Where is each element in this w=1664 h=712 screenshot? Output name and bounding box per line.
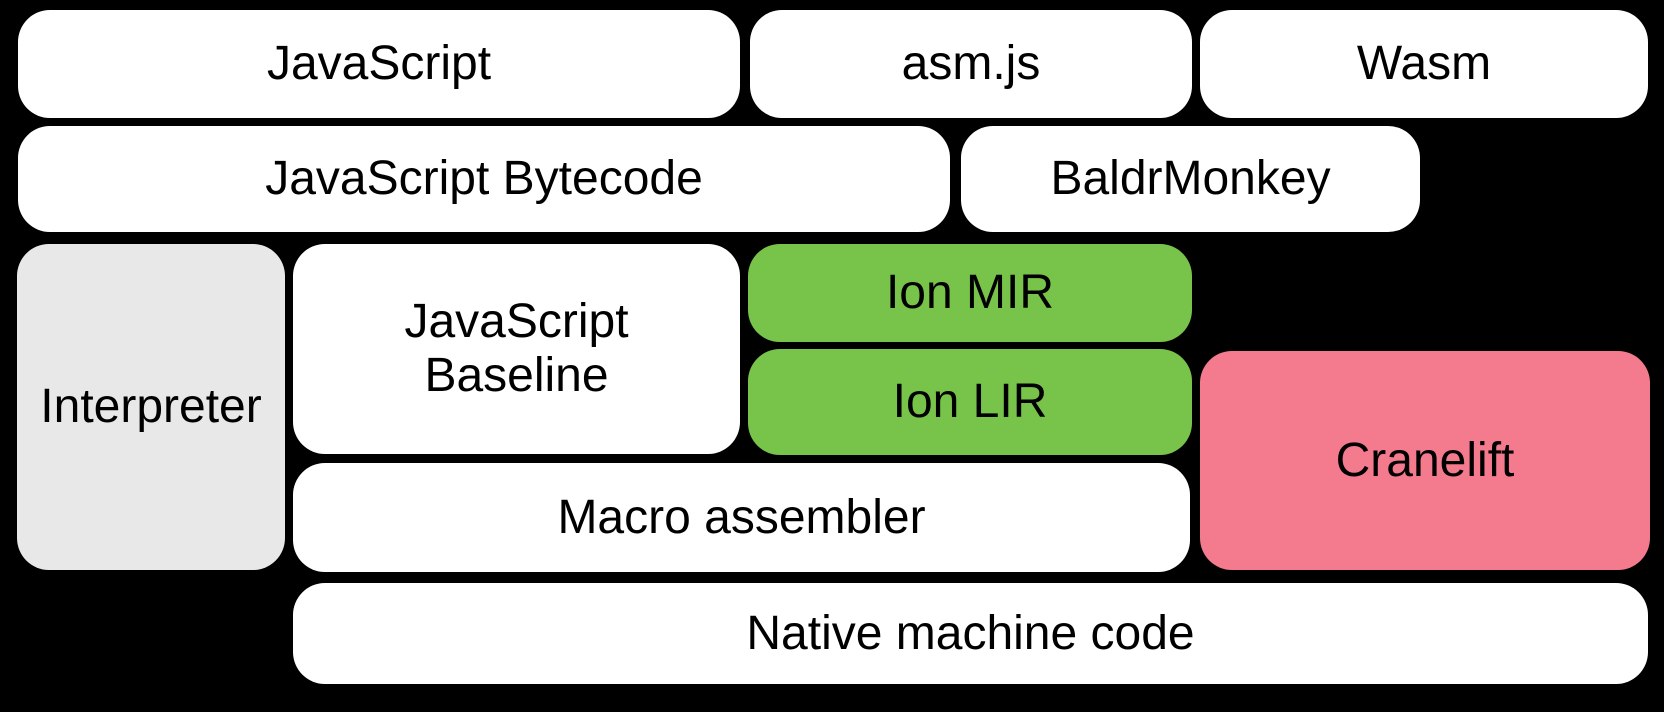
wasm-label: Wasm <box>1356 37 1492 91</box>
cranelift-label: Cranelift <box>1335 433 1515 487</box>
javascript-box: JavaScript <box>18 10 740 118</box>
baldrmonkey-box: BaldrMonkey <box>961 126 1420 232</box>
javascript-bytecode-label: JavaScript Bytecode <box>265 152 703 206</box>
javascript-baseline-label-line2: Baseline <box>424 349 609 402</box>
cranelift-box: Cranelift <box>1200 351 1650 570</box>
asmjs-label: asm.js <box>901 37 1041 91</box>
ion-mir-box: Ion MIR <box>748 244 1192 342</box>
javascript-label: JavaScript <box>266 37 492 91</box>
javascript-bytecode-box: JavaScript Bytecode <box>18 126 950 232</box>
javascript-baseline-label-line1: JavaScript <box>404 295 629 349</box>
javascript-baseline-box: JavaScript Baseline <box>293 244 740 454</box>
ion-mir-label: Ion MIR <box>885 266 1055 320</box>
ion-lir-box: Ion LIR <box>748 349 1192 455</box>
interpreter-label: Interpreter <box>40 380 262 434</box>
native-machine-code-label: Native machine code <box>746 606 1195 660</box>
asmjs-box: asm.js <box>750 10 1192 118</box>
interpreter-box: Interpreter <box>17 244 285 570</box>
native-machine-code-box: Native machine code <box>293 583 1648 684</box>
macro-assembler-label: Macro assembler <box>557 490 926 544</box>
wasm-box: Wasm <box>1200 10 1648 118</box>
ion-lir-label: Ion LIR <box>892 375 1048 429</box>
baldrmonkey-label: BaldrMonkey <box>1050 152 1331 206</box>
macro-assembler-box: Macro assembler <box>293 463 1190 572</box>
